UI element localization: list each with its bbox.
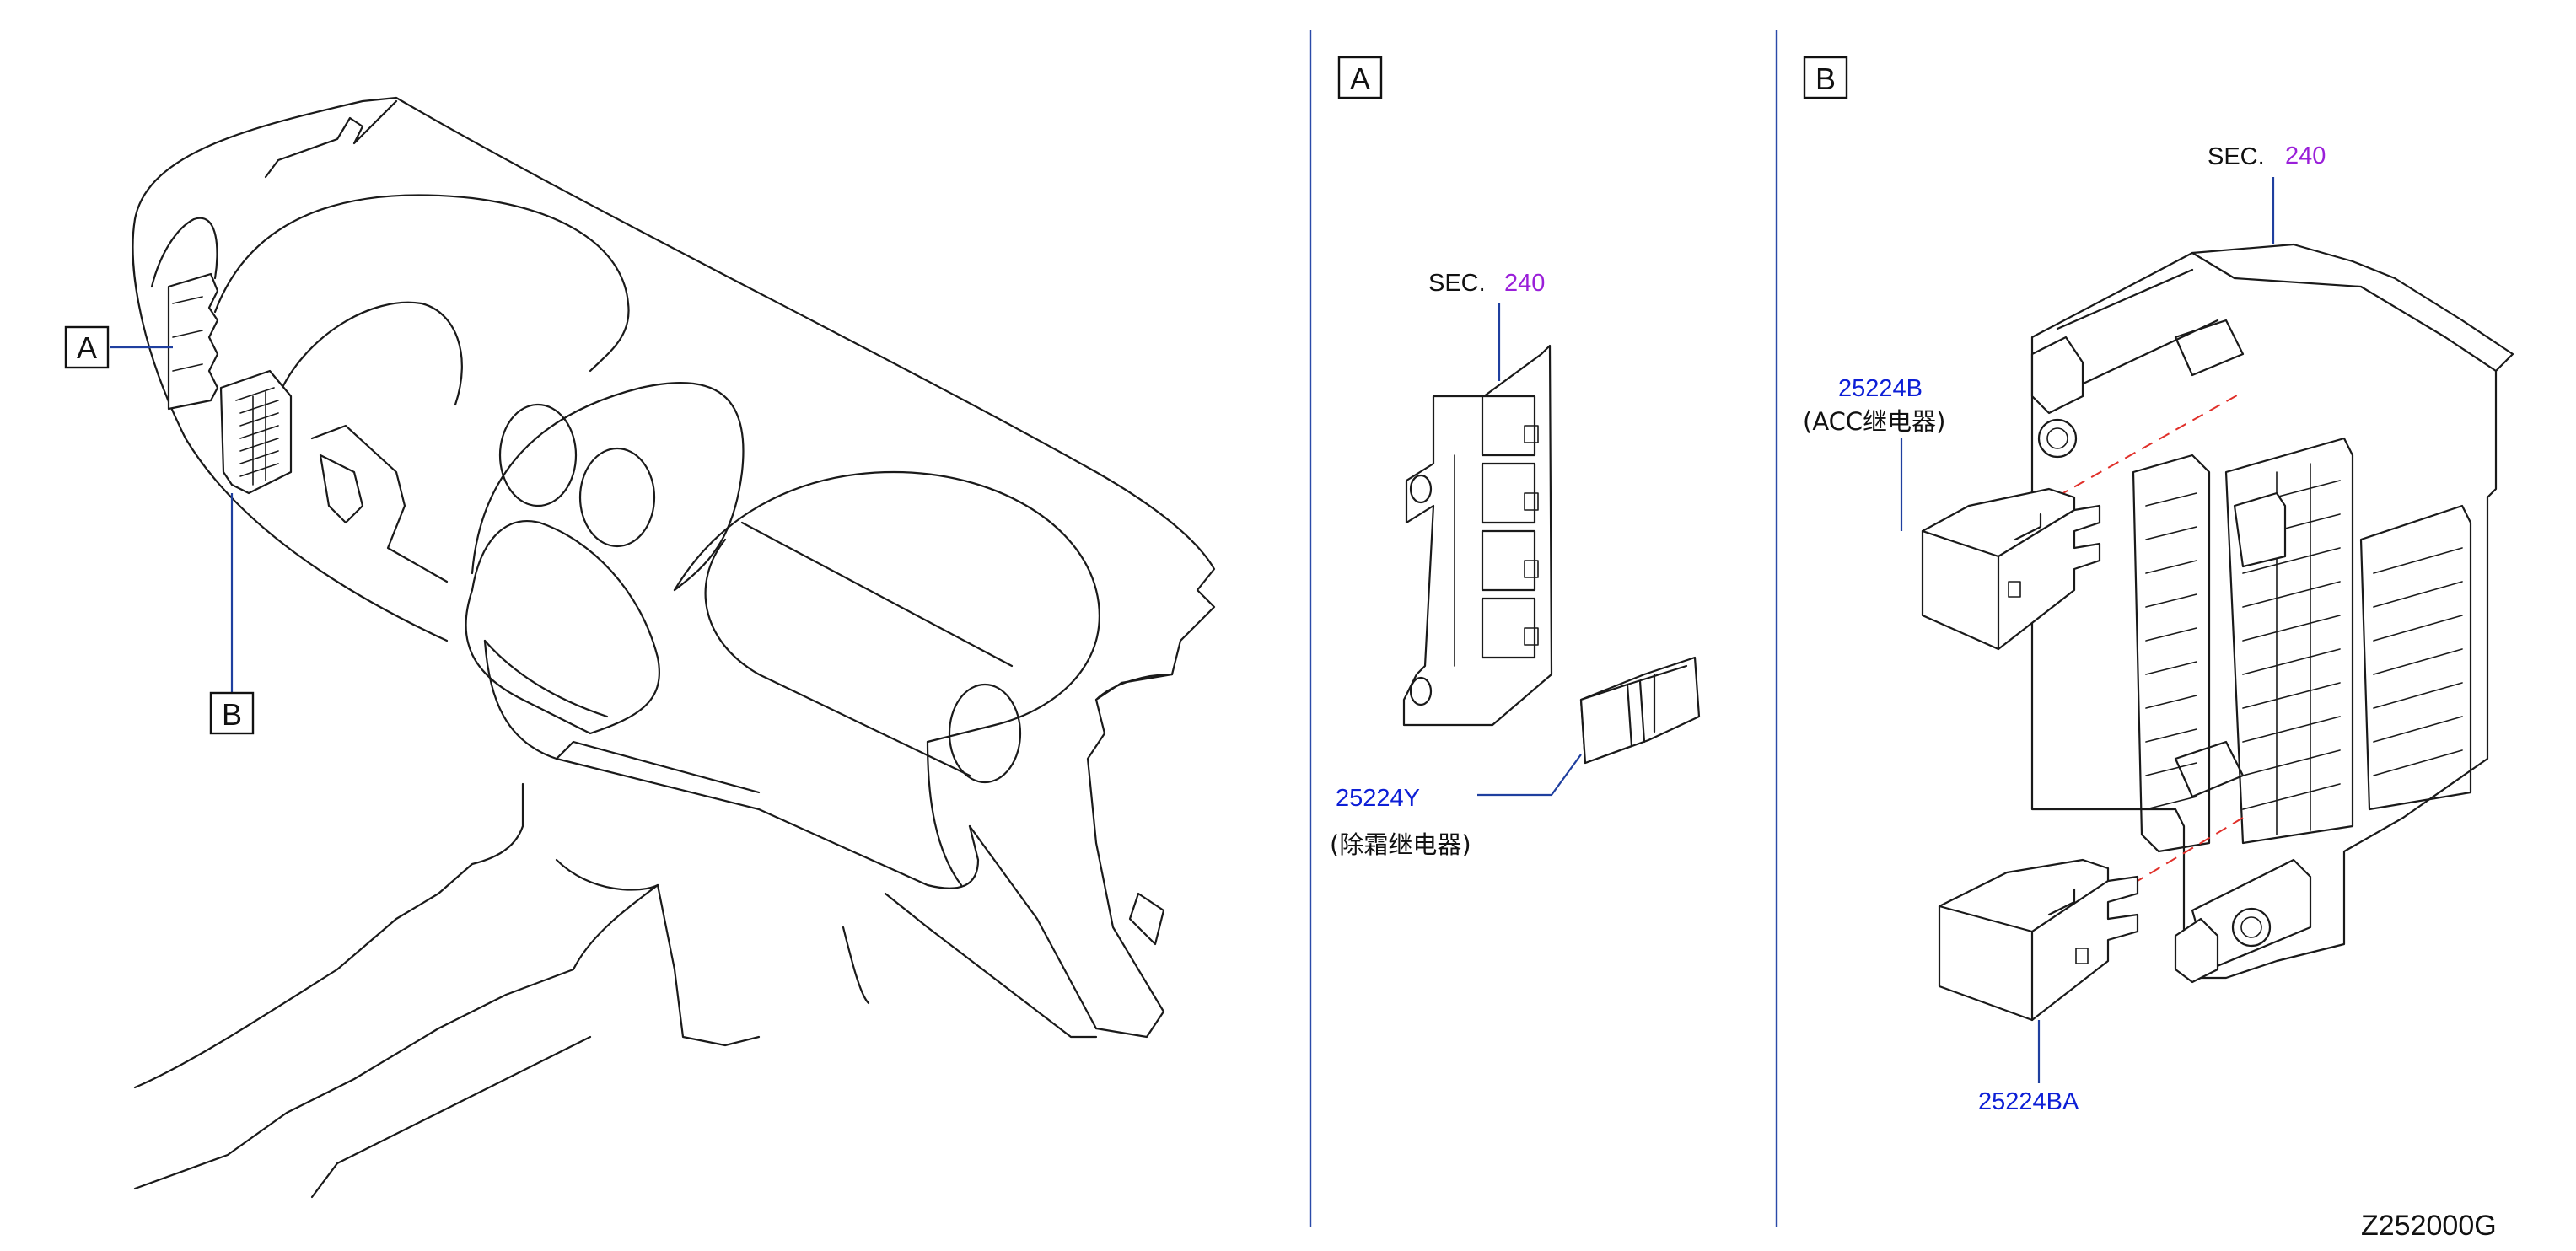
panel-b: B SEC. 240 [1803,56,2514,1115]
callout-b-label: B [222,697,242,732]
panel-a-part-number: 25224Y [1336,785,1420,812]
panel-b-sec-number: 240 [2285,142,2326,169]
callout-a: A [64,325,110,369]
panel-b-part-lower-number: 25224BA [1978,1088,2079,1115]
relay-25224ba-drawing [1938,858,2139,1022]
panel-b-view-label: B [1815,62,1836,96]
relay-25224y-drawing [1579,656,1701,765]
figure-code: Z252000G [2361,1210,2497,1242]
panel-b-sec-prefix: SEC. [2208,143,2265,170]
panel-a-sec-number: 240 [1504,270,1545,297]
instrument-panel-drawing [132,96,1216,1199]
fuse-block-drawing [2030,243,2514,984]
relay-25224b-drawing [1921,487,2101,651]
panel-a-part-note: (除霜继电器) [1330,830,1471,859]
callout-a-label: A [77,330,97,365]
callout-b: B [209,691,255,735]
panel-a-sec-prefix: SEC. [1428,270,1486,297]
panel-a: A SEC. 240 25224Y (除霜继电器) [1330,56,1701,859]
panel-a-view-label: A [1350,62,1370,96]
panel-b-part-upper-note: (ACC继电器) [1803,407,1945,436]
panel-b-part-upper-number: 25224B [1838,375,1923,402]
relay-bracket-drawing [1402,344,1553,727]
